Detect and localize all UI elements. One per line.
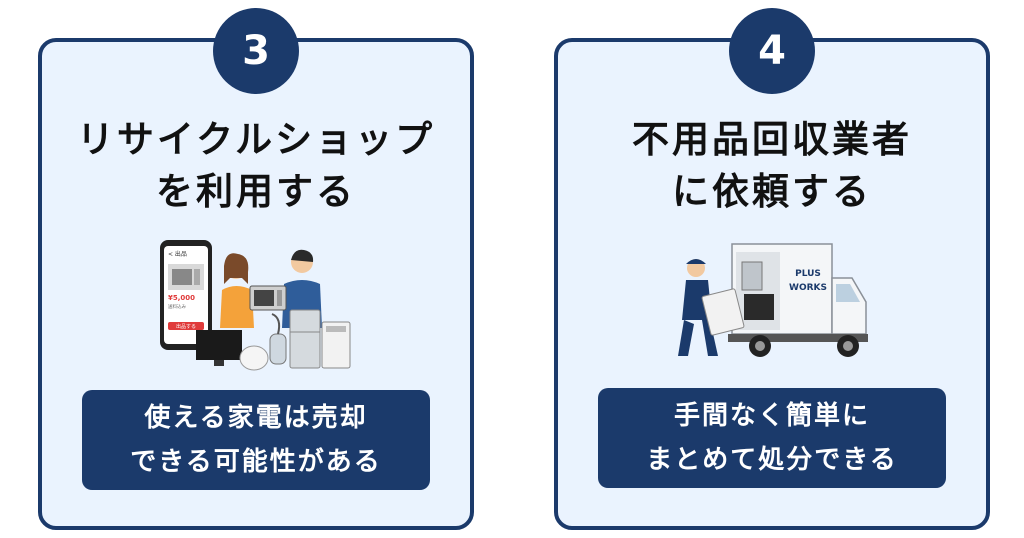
step-title: リサイクルショップ を利用する: [42, 114, 470, 218]
step-caption-line-2: できる可能性がある: [130, 447, 382, 477]
washing-machine-icon: [321, 321, 351, 369]
step-number-badge: 4: [729, 8, 815, 94]
step-caption: 使える家電は売却 できる可能性がある: [82, 390, 430, 490]
truck-icon: PLUS WORKS: [728, 243, 868, 357]
fridge-icon: [289, 309, 321, 369]
truck-logo-line-2: WORKS: [789, 283, 827, 293]
step-title: 不用品回収業者 に依頼する: [558, 114, 986, 218]
microwave-icon: [249, 285, 287, 311]
step-caption: 手間なく簡単に まとめて処分できる: [598, 388, 946, 488]
tv-icon: [196, 330, 242, 366]
step-card-collection-service: 4 不用品回収業者 に依頼する PLUS WORKS: [554, 8, 990, 530]
step-caption-line-2: まとめて処分できる: [646, 445, 898, 475]
step-caption-line-1: 手間なく簡単に: [673, 401, 870, 431]
step-card-recycle-shop: 3 リサイクルショップ を利用する < 出品 ¥5,000 送料込み 出品する: [38, 8, 474, 530]
phone-price: ¥5,000: [168, 294, 195, 302]
vacuum-icon: [269, 313, 287, 365]
step-title-line-1: 不用品回収業者: [632, 118, 912, 161]
phone-button: 出品する: [176, 323, 196, 330]
step-title-line-2: に依頼する: [672, 170, 872, 213]
step-title-line-2: を利用する: [156, 170, 356, 213]
washing-machine-icon: [701, 288, 745, 336]
step-caption-line-1: 使える家電は売却: [144, 403, 368, 433]
truck-illustration: PLUS WORKS: [678, 243, 868, 357]
phone-header: < 出品: [168, 250, 187, 258]
woman-figure: [220, 253, 254, 328]
step-number-badge: 3: [213, 8, 299, 94]
recycle-shop-illustration: < 出品 ¥5,000 送料込み 出品する: [160, 240, 351, 371]
rice-cooker-icon: [239, 345, 269, 371]
step-title-line-1: リサイクルショップ: [76, 118, 436, 161]
phone-sub: 送料込み: [168, 303, 186, 310]
smartphone-icon: < 出品 ¥5,000 送料込み 出品する: [160, 240, 212, 350]
truck-logo-line-1: PLUS: [795, 269, 821, 279]
